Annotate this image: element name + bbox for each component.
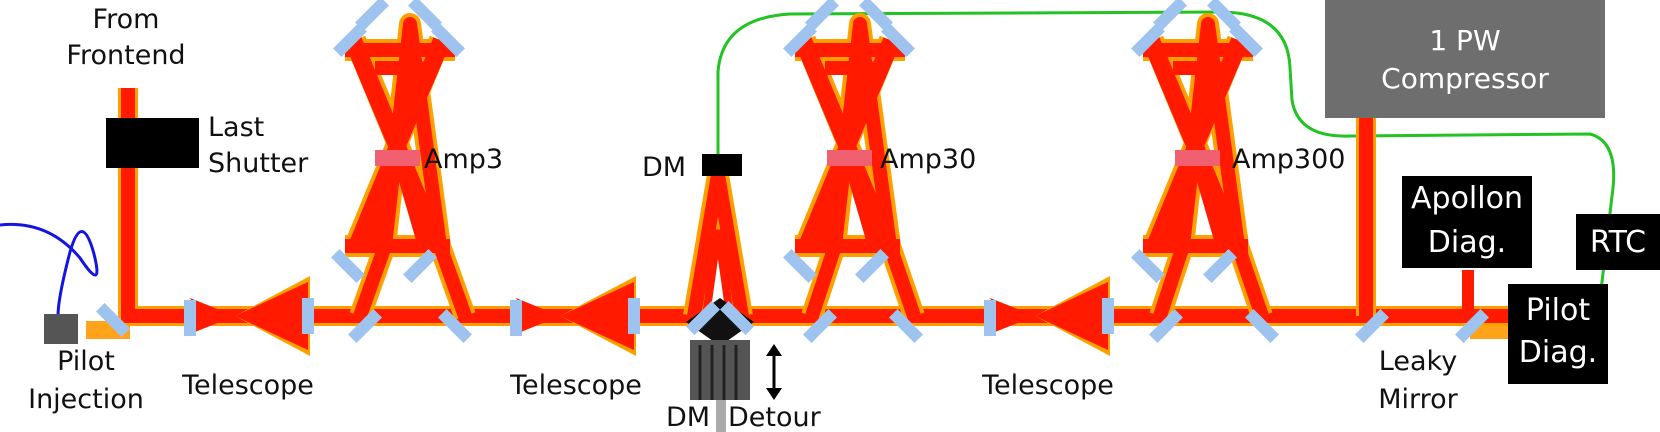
feedback-fiber-green — [716, 10, 1616, 332]
main-beam — [118, 88, 1530, 326]
pilot-diag-label-line1: Pilot — [1526, 293, 1590, 328]
apollon-diag-label-line1: Apollon — [1411, 181, 1523, 216]
rtc-box — [1576, 214, 1660, 270]
last-shutter-block — [106, 118, 199, 168]
dm-detour-stage — [686, 298, 754, 432]
pilot-diag-box — [1508, 284, 1608, 384]
apollon-diag-box — [1402, 176, 1532, 268]
amp3-label: Amp3 — [424, 144, 503, 175]
rtc-label: RTC — [1590, 225, 1646, 260]
compressor-label-line1: 1 PW — [1429, 24, 1500, 57]
from-frontend-label-line1: From — [93, 4, 160, 35]
apollon-diag-label-line2: Diag. — [1428, 225, 1506, 260]
dm-detour-arrow — [766, 344, 782, 400]
leaky-mirror-label-line1: Leaky — [1379, 346, 1457, 377]
compressor-box — [1325, 0, 1605, 118]
dm-detour-beam — [683, 164, 753, 318]
dm-block — [702, 154, 742, 176]
compressor-label-line2: Compressor — [1381, 62, 1549, 95]
amp300-multipass — [1142, 13, 1273, 320]
pilot-injection-label-line1: Pilot — [57, 346, 115, 377]
from-frontend-label-line2: Frontend — [66, 40, 185, 71]
amp300-label: Amp300 — [1232, 144, 1345, 175]
last-shutter-label-line2: Shutter — [208, 148, 309, 179]
telescope-2-beam — [516, 276, 636, 356]
telescope-1-label: Telescope — [181, 370, 314, 401]
dm-detour-label-detour: Detour — [728, 402, 822, 432]
amp30-label: Amp30 — [880, 144, 976, 175]
amp3-multipass — [344, 13, 476, 320]
last-shutter-label-line1: Last — [208, 112, 264, 143]
telescope-3-beam — [990, 276, 1110, 356]
pilot-injection-source — [44, 314, 78, 344]
pilot-fiber-blue — [0, 222, 99, 317]
leaky-mirror-label-line2: Mirror — [1378, 384, 1458, 415]
pilot-diag-label-line2: Diag. — [1519, 335, 1597, 370]
amp30-multipass — [794, 13, 925, 320]
dm-label: DM — [642, 152, 686, 183]
telescope-1-beam — [190, 276, 310, 356]
dm-detour-label-dm: DM — [666, 402, 710, 432]
telescope-3-label: Telescope — [981, 370, 1114, 401]
telescope-2-label: Telescope — [509, 370, 642, 401]
pilot-injection-label-line2: Injection — [28, 384, 144, 415]
